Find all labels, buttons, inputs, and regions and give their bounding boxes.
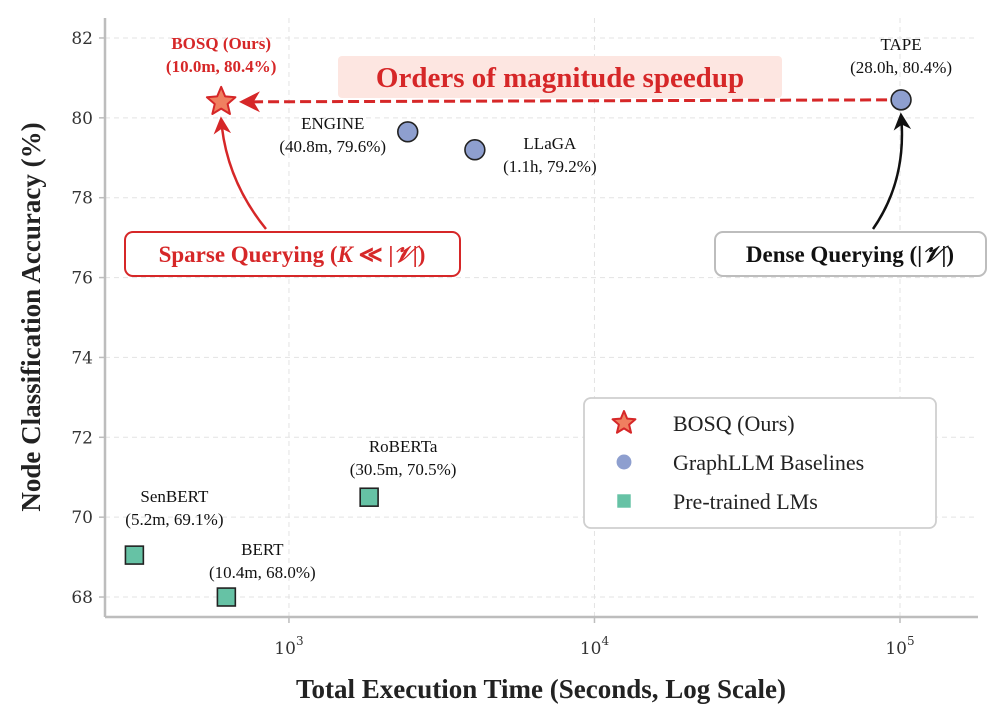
point-senbert [124,545,145,565]
point-value-senbert: (5.2m, 69.1%) [125,510,223,529]
legend-marker-pre-trained-lms [617,494,631,508]
point-engine [397,121,419,143]
point-tape [890,89,912,111]
speedup-label: Orders of magnitude speedup [376,62,744,94]
point-labels: BOSQ (Ours) (10.0m, 80.4%) ENGINE (40.8m, 7… [125,34,952,582]
x-tick-label: 104 [580,634,610,659]
point-label-roberta: RoBERTa [369,437,438,456]
point-value-roberta: (30.5m, 70.5%) [350,460,457,479]
data-points [124,85,912,607]
point-value-bert: (10.4m, 68.0%) [209,563,316,582]
point-label-bosq-ours: BOSQ (Ours) [171,34,271,53]
x-axis-label: Total Execution Time (Seconds, Log Scale… [296,674,786,704]
sparse-querying-annotation: Sparse Querying (K ≪ |𝒱|) [124,116,461,277]
x-tick-label: 103 [274,634,303,659]
point-label-engine: ENGINE [301,114,364,133]
legend-marker-bosq-ours [611,410,637,434]
legend-frame [583,397,937,529]
dense-querying-arrow [871,112,912,230]
legend: BOSQ (Ours) GraphLLM BaselinesPre-trained… [583,397,937,529]
point-label-tape: TAPE [880,35,921,54]
x-tick-label: 105 [885,634,914,659]
speedup-label-background [338,56,782,98]
dense-querying-annotation: Dense Querying (|𝒱|) [714,112,987,277]
legend-label-pre-trained-lms: Pre-trained LMs [673,489,818,514]
sparse-querying-box [124,231,461,277]
y-tick-label: 74 [71,348,93,368]
x-ticks: 103 104 105 [274,617,915,659]
point-value-engine: (40.8m, 79.6%) [279,137,386,156]
grid-lines [105,18,978,617]
point-value-tape: (28.0h, 80.4%) [850,58,952,77]
y-tick-label: 78 [71,189,93,209]
y-axis-label: Node Classification Accuracy (%) [16,122,46,511]
point-value-bosq-ours: (10.0m, 80.4%) [166,57,276,76]
point-llaga [464,139,486,161]
speedup-annotation: Orders of magnitude speedup [238,56,888,113]
point-label-bert: BERT [241,540,284,559]
y-tick-label: 72 [71,428,93,448]
point-roberta [359,487,379,507]
y-tick-label: 68 [71,588,93,608]
dense-querying-box [714,231,987,277]
sparse-querying-arrow [213,116,267,230]
y-ticks: 68 70 72 74 76 78 80 82 [71,29,105,608]
point-bert [216,587,237,607]
dense-querying-label: Dense Querying (|𝒱|) [746,242,954,267]
point-label-senbert: SenBERT [140,487,209,506]
y-tick-label: 80 [71,109,93,129]
y-tick-label: 70 [71,508,93,528]
y-tick-label: 76 [71,269,93,289]
speedup-arrow [238,91,888,113]
point-bosq-ours [205,85,237,115]
point-value-llaga: (1.1h, 79.2%) [503,157,596,176]
y-tick-label: 82 [71,29,93,49]
legend-items: BOSQ (Ours) GraphLLM BaselinesPre-trained… [611,410,864,514]
legend-label-graphllm-baselines: GraphLLM Baselines [673,450,864,475]
point-label-llaga: LLaGA [523,134,577,153]
sparse-querying-label: Sparse Querying (K ≪ |𝒱|) [159,242,426,267]
legend-label-bosq-ours: BOSQ (Ours) [673,411,795,436]
legend-marker-graphllm-baselines [616,454,632,470]
